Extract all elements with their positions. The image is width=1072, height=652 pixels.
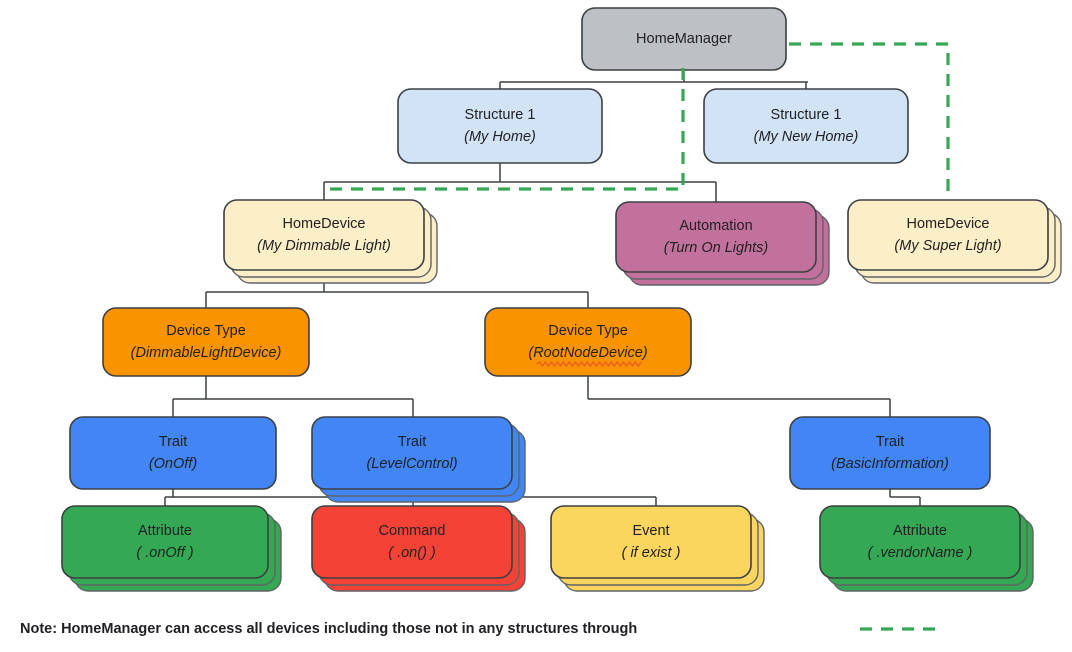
structure-my-new-home-node[interactable]: Structure 1 (My New Home)	[703, 88, 909, 164]
trait-levelcontrol-node-box[interactable]	[311, 416, 513, 490]
trait-onoff-node-box[interactable]	[69, 416, 277, 490]
homedevice-my-super-light-node-box[interactable]	[847, 199, 1049, 271]
device-type-rootnodedevice-node-title: Device Type	[548, 323, 628, 339]
structure-my-home-node-title: Structure 1	[465, 107, 536, 123]
trait-basicinformation-node[interactable]: Trait (BasicInformation)	[789, 416, 991, 490]
attribute-onoff-node-title: Attribute	[138, 523, 192, 539]
automation-turn-on-lights-node[interactable]: Automation (Turn On Lights)	[615, 201, 830, 286]
device-type-dimmablelightdevice-node[interactable]: Device Type (DimmableLightDevice)	[102, 307, 310, 377]
diagram-note-text: Note: HomeManager can access all devices…	[20, 621, 637, 637]
trait-levelcontrol-node[interactable]: Trait (LevelControl)	[311, 416, 526, 503]
event-if-exist-node-subtitle: ( if exist )	[622, 545, 681, 561]
homedevice-my-dimmable-light-node[interactable]: HomeDevice (My Dimmable Light)	[223, 199, 438, 284]
trait-basicinformation-node-subtitle: (BasicInformation)	[831, 456, 949, 472]
command-on-node[interactable]: Command ( .on() )	[311, 505, 526, 592]
attribute-onoff-node[interactable]: Attribute ( .onOff )	[61, 505, 282, 592]
device-type-dimmablelightdevice-node-title: Device Type	[166, 323, 246, 339]
device-type-rootnodedevice-node-spellcheck-underline-icon	[536, 361, 642, 367]
device-type-rootnodedevice-node-subtitle: (RootNodeDevice)	[528, 345, 647, 361]
attribute-onoff-node-box[interactable]	[61, 505, 269, 579]
device-type-dimmablelightdevice-node-subtitle: (DimmableLightDevice)	[131, 345, 282, 361]
attribute-vendorname-node-title: Attribute	[893, 523, 947, 539]
command-on-node-title: Command	[379, 523, 446, 539]
structure-my-new-home-node-subtitle: (My New Home)	[754, 129, 859, 145]
trait-onoff-node-title: Trait	[159, 434, 187, 450]
trait-levelcontrol-node-subtitle: (LevelControl)	[366, 456, 457, 472]
green-link-layer	[325, 42, 950, 200]
trait-onoff-node-subtitle: (OnOff)	[149, 456, 197, 472]
automation-turn-on-lights-node-box[interactable]	[615, 201, 817, 273]
trait-onoff-node[interactable]: Trait (OnOff)	[69, 416, 277, 490]
homedevice-my-super-light-node-title: HomeDevice	[907, 216, 990, 232]
command-on-node-box[interactable]	[311, 505, 513, 579]
homedevice-my-dimmable-light-node-title: HomeDevice	[283, 216, 366, 232]
homedevice-my-super-light-node-subtitle: (My Super Light)	[894, 238, 1001, 254]
homedevice-my-super-light-node[interactable]: HomeDevice (My Super Light)	[847, 199, 1062, 284]
command-on-node-subtitle: ( .on() )	[388, 545, 436, 561]
dimmablelight-to-traits	[172, 376, 414, 417]
structure-my-home-node[interactable]: Structure 1 (My Home)	[397, 88, 603, 164]
attribute-vendorname-node[interactable]: Attribute ( .vendorName )	[819, 505, 1034, 592]
structure-my-new-home-node-title: Structure 1	[771, 107, 842, 123]
rootnode-to-basicinformation	[587, 376, 891, 417]
trait-basicinformation-node-box[interactable]	[789, 416, 991, 490]
device-type-rootnodedevice-node-box[interactable]	[484, 307, 692, 377]
structure-my-home-node-subtitle: (My Home)	[464, 129, 536, 145]
homedevice-my-dimmable-light-node-box[interactable]	[223, 199, 425, 271]
note-layer: Note: HomeManager can access all devices…	[20, 621, 944, 637]
structure-myhome-to-children	[323, 163, 717, 202]
homemanager-to-dimmable-device-link	[325, 68, 685, 191]
event-if-exist-node-box[interactable]	[550, 505, 752, 579]
homedevice-my-dimmable-light-node-subtitle: (My Dimmable Light)	[257, 238, 391, 254]
event-if-exist-node[interactable]: Event ( if exist )	[550, 505, 765, 592]
event-if-exist-node-title: Event	[632, 523, 669, 539]
structure-my-new-home-node-box[interactable]	[703, 88, 909, 164]
attribute-vendorname-node-box[interactable]	[819, 505, 1021, 579]
structure-my-home-node-box[interactable]	[397, 88, 603, 164]
trait-levelcontrol-node-title: Trait	[398, 434, 426, 450]
automation-turn-on-lights-node-title: Automation	[679, 218, 752, 234]
homemanager-to-super-light-link	[789, 42, 950, 200]
device-type-dimmablelightdevice-node-box[interactable]	[102, 307, 310, 377]
home-manager-node-title: HomeManager	[636, 31, 732, 47]
basicinformation-to-attribute	[889, 489, 921, 506]
attribute-onoff-node-subtitle: ( .onOff )	[136, 545, 193, 561]
homemanager-to-structures	[499, 70, 808, 89]
trait-basicinformation-node-title: Trait	[876, 434, 904, 450]
automation-turn-on-lights-node-subtitle: (Turn On Lights)	[664, 240, 769, 256]
home-manager-node[interactable]: HomeManager	[581, 7, 787, 71]
device-type-rootnodedevice-node[interactable]: Device Type (RootNodeDevice)	[484, 307, 692, 377]
attribute-vendorname-node-subtitle: ( .vendorName )	[868, 545, 973, 561]
